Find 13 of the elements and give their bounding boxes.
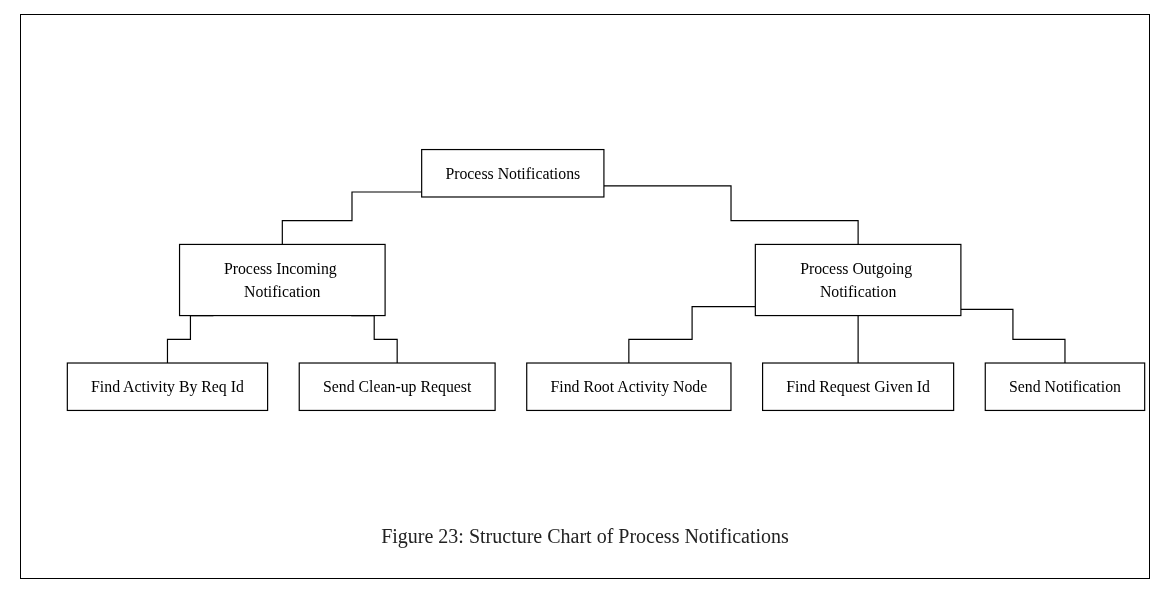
node-box: Process Incoming Notification	[178, 243, 386, 317]
node-box: Find Root Activity Node	[526, 362, 732, 412]
node-box: Send Clean-up Request	[298, 362, 496, 412]
node-box: Send Notification	[984, 362, 1146, 412]
connector	[628, 306, 756, 364]
connector	[857, 315, 859, 364]
node-box: Process Notifications	[421, 148, 605, 198]
connector	[603, 185, 859, 245]
node-box: Find Request Given Id	[762, 362, 955, 412]
node-box: Find Activity By Req Id	[66, 362, 269, 412]
figure-caption: Figure 23: Structure Chart of Process Notifications	[380, 525, 790, 548]
node-box: Process Outgoing Notification	[754, 243, 962, 317]
connector	[960, 308, 1066, 364]
